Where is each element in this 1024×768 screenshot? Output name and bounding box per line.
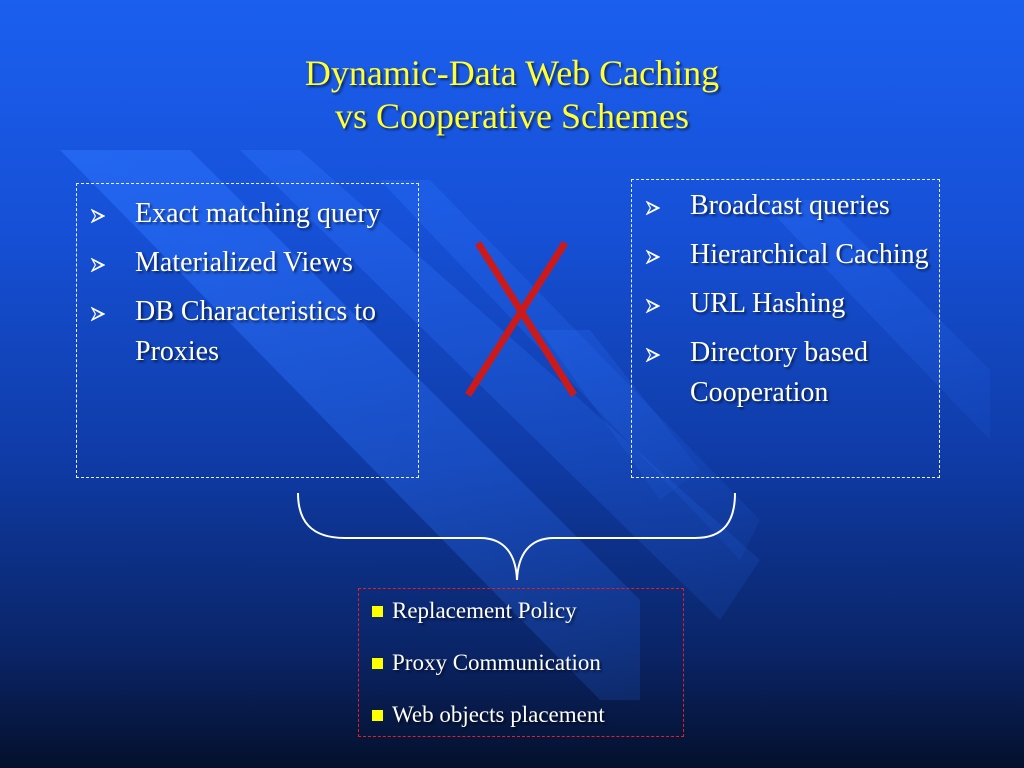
list-item: DB Characteristics to Proxies [87, 292, 407, 372]
cooperative-schemes-box: Broadcast queries Hierarchical Caching U… [631, 179, 940, 478]
cooperative-schemes-list: Broadcast queries Hierarchical Caching U… [642, 186, 932, 422]
slide-title: Dynamic-Data Web Caching vs Cooperative … [0, 52, 1024, 138]
arrowhead-bullet-icon [90, 306, 106, 322]
arrowhead-bullet-icon [645, 200, 661, 216]
arrowhead-bullet-icon [645, 347, 661, 363]
square-bullet-icon [372, 606, 383, 617]
list-item-label: Directory based Cooperation [690, 337, 869, 408]
list-item: URL Hashing [642, 284, 932, 324]
dynamic-data-box: Exact matching query Materialized Views … [76, 183, 419, 478]
list-item-label: Replacement Policy [392, 598, 577, 623]
arrowhead-bullet-icon [645, 298, 661, 314]
arrowhead-bullet-icon [90, 208, 106, 224]
dynamic-data-list: Exact matching query Materialized Views … [87, 194, 407, 381]
shared-concerns-list: Replacement Policy Proxy Communication W… [370, 596, 680, 752]
square-bullet-icon [372, 710, 383, 721]
arrowhead-bullet-icon [645, 249, 661, 265]
list-item: Materialized Views [87, 243, 407, 283]
arrowhead-bullet-icon [90, 257, 106, 273]
list-item-label: Web objects placement [392, 702, 605, 727]
list-item: Exact matching query [87, 194, 407, 234]
list-item-label: Broadcast queries [690, 190, 890, 221]
square-bullet-icon [372, 658, 383, 669]
list-item: Replacement Policy [370, 596, 680, 626]
list-item-label: URL Hashing [690, 288, 846, 319]
list-item: Proxy Communication [370, 648, 680, 678]
list-item: Broadcast queries [642, 186, 932, 226]
list-item: Directory based Cooperation [642, 333, 932, 413]
shared-concerns-box: Replacement Policy Proxy Communication W… [358, 588, 684, 737]
list-item: Web objects placement [370, 700, 680, 730]
title-line-2: vs Cooperative Schemes [335, 96, 689, 136]
list-item: Hierarchical Caching [642, 235, 932, 275]
list-item-label: Exact matching query [135, 198, 381, 229]
list-item-label: Materialized Views [135, 247, 353, 278]
title-line-1: Dynamic-Data Web Caching [304, 53, 720, 93]
list-item-label: DB Characteristics to Proxies [135, 296, 377, 367]
list-item-label: Proxy Communication [392, 650, 601, 675]
list-item-label: Hierarchical Caching [690, 239, 929, 270]
